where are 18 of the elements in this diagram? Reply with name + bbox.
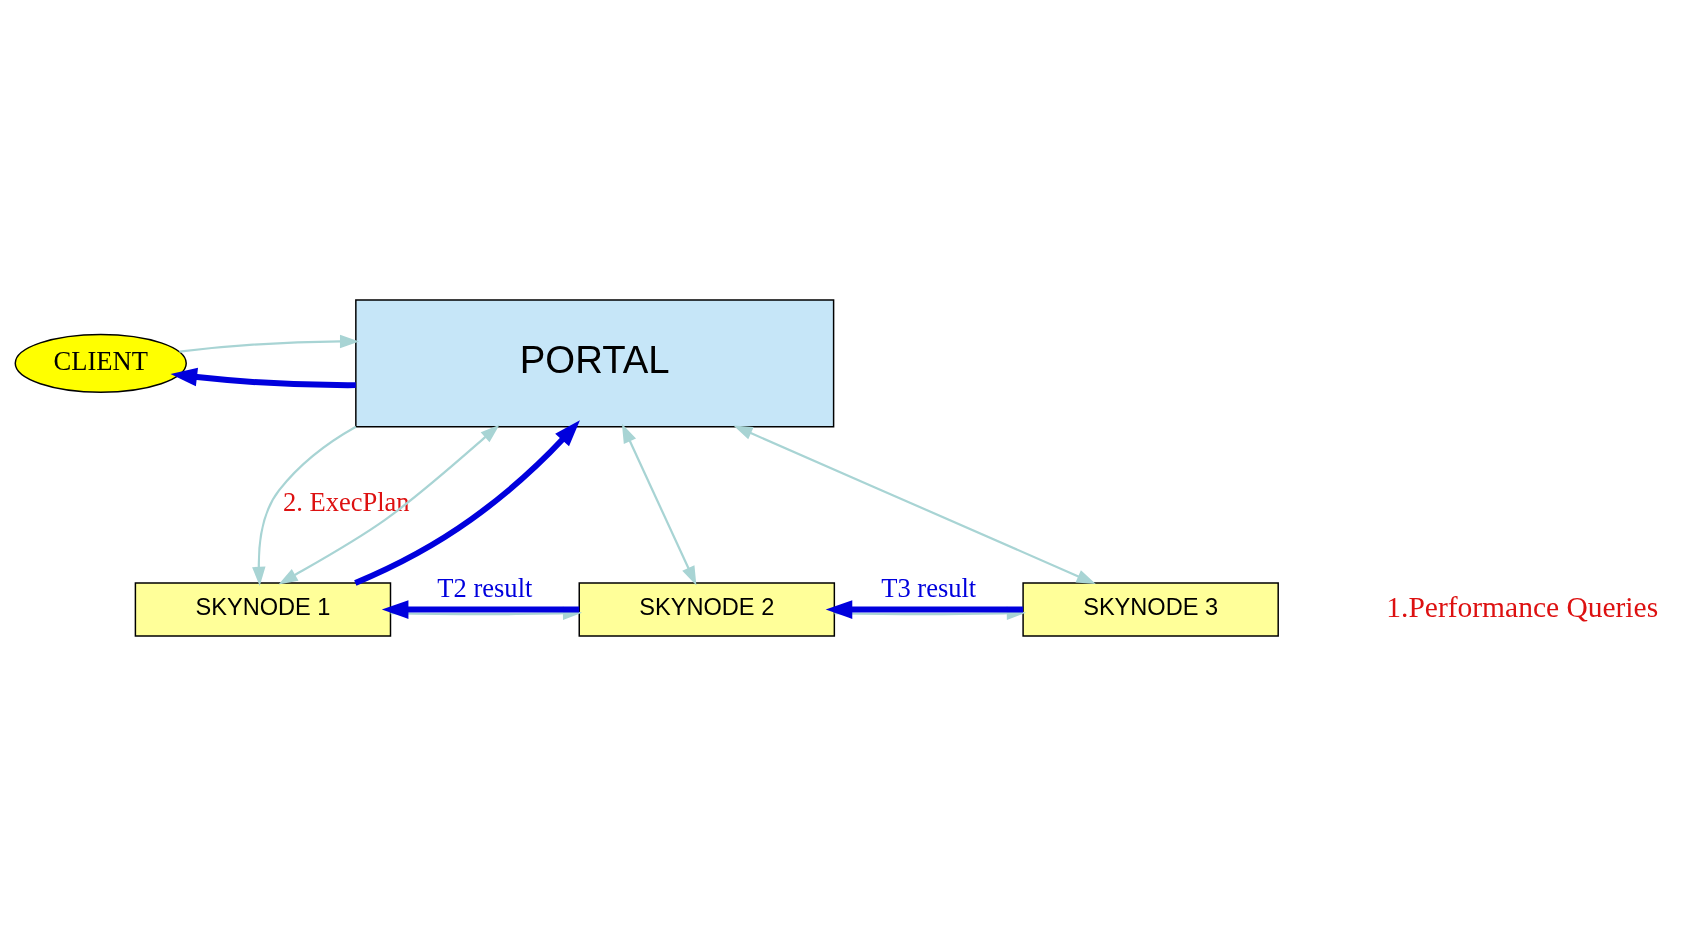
edge-label: T2 result — [437, 572, 533, 603]
edge-label: T3 result — [881, 572, 977, 603]
arrow — [733, 425, 1096, 585]
arrow — [621, 423, 697, 586]
node-box: SKYNODE 2 — [578, 582, 836, 637]
arrow — [252, 425, 357, 587]
arrow — [278, 424, 500, 585]
arrow — [170, 367, 356, 389]
label: 1.Performance Queries — [1386, 590, 1659, 623]
arrow — [179, 334, 360, 353]
arrow — [825, 600, 1023, 619]
arrow — [381, 600, 580, 619]
arrow — [354, 420, 580, 586]
node-box: SKYNODE 3 — [1022, 582, 1279, 637]
node-box: SKYNODE 1 — [134, 582, 392, 637]
edge-label: 2. ExecPlan — [282, 487, 410, 518]
node-ellipse: CLIENT — [14, 333, 187, 393]
node-box: PORTAL — [355, 299, 835, 428]
